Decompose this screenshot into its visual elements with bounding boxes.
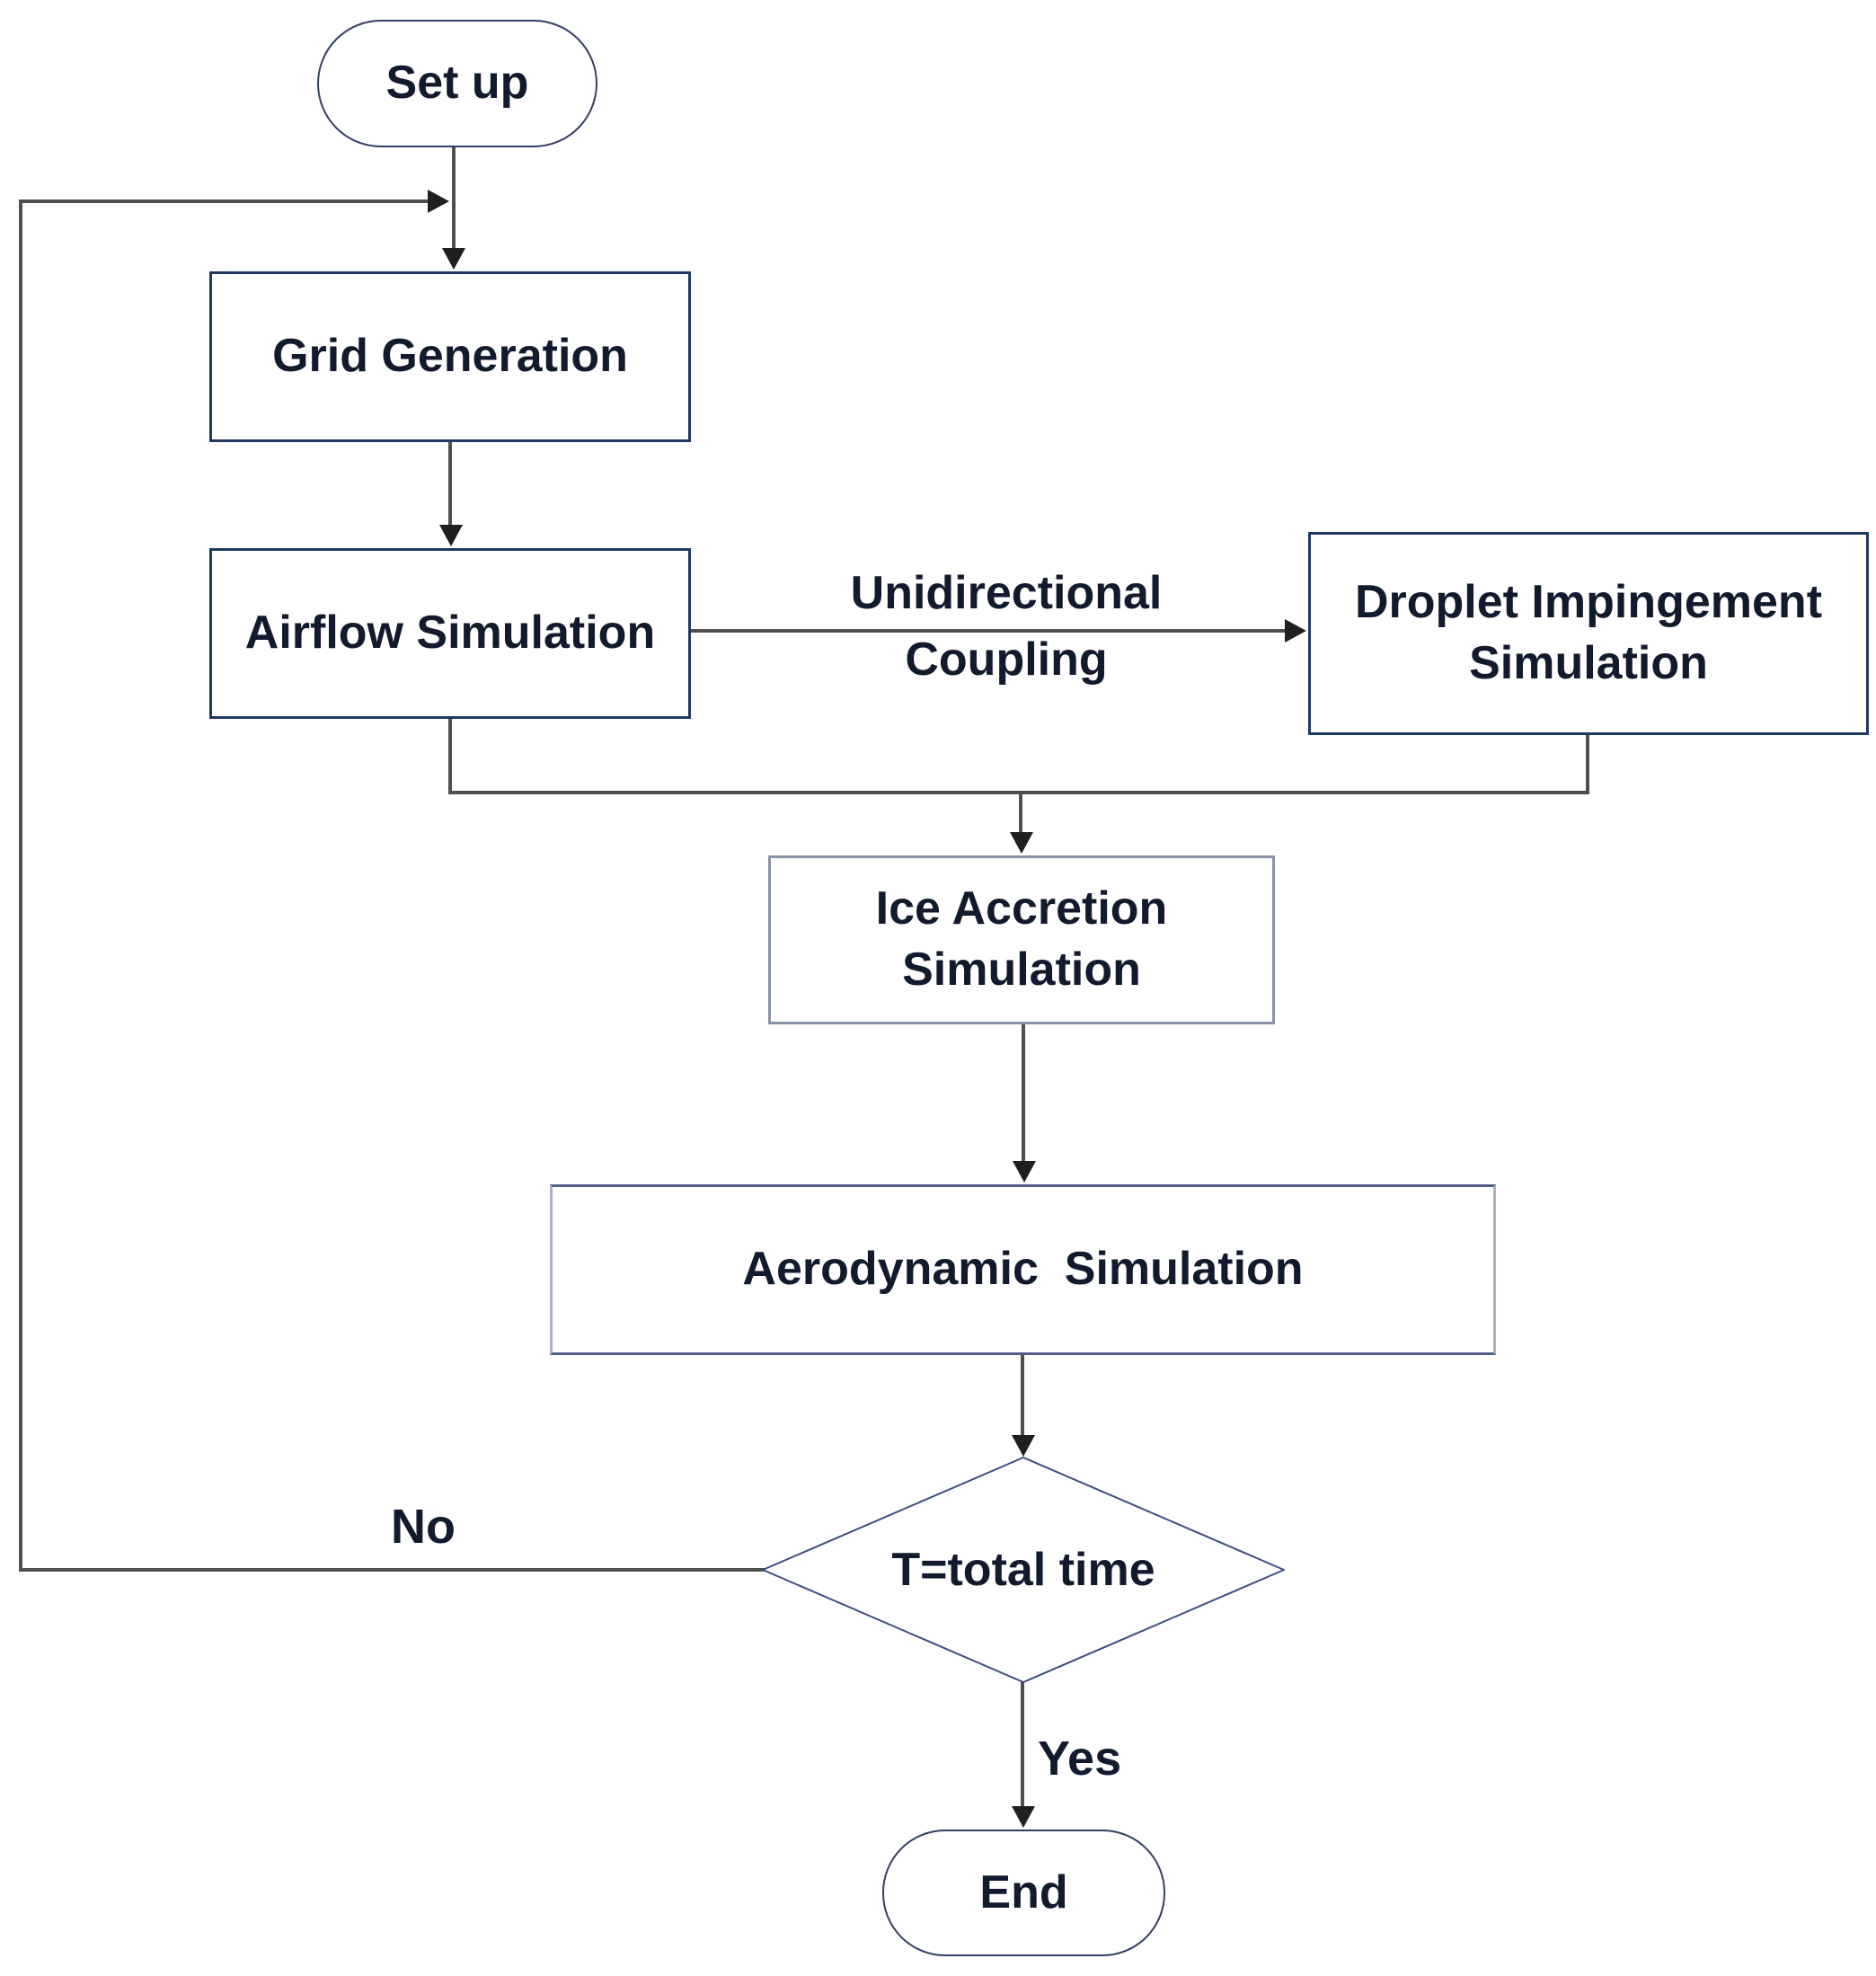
edge-grid-to-airflow — [448, 442, 452, 527]
start-node: Set up — [317, 20, 597, 147]
ice-accretion-label-line2: Simulation — [902, 944, 1141, 996]
edge-airflow-bottom — [448, 719, 452, 794]
droplet-impingement-node: Droplet Impingement Simulation — [1308, 532, 1869, 735]
ice-accretion-node: Ice Accretion Simulation — [768, 855, 1275, 1024]
edge-droplet-bottom — [1586, 735, 1589, 794]
droplet-impingement-label-line1: Droplet Impingement — [1354, 576, 1823, 629]
no-label: No — [391, 1500, 456, 1554]
aerodynamic-simulation-label: Aerodynamic Simulation — [742, 1243, 1304, 1296]
loop-top-horizontal — [19, 199, 428, 203]
ice-accretion-label-line1: Ice Accretion — [875, 882, 1168, 935]
decision-label: T=total time — [891, 1544, 1155, 1596]
arrowhead-into-grid — [442, 248, 465, 270]
decision-diamond: T=total time — [762, 1457, 1285, 1683]
edge-decision-to-end — [1021, 1681, 1024, 1808]
arrowhead-into-end — [1012, 1806, 1035, 1828]
arrowhead-into-droplet — [1285, 619, 1306, 642]
arrowhead-into-ice — [1010, 832, 1033, 854]
decision-diamond-shape — [762, 1457, 1285, 1683]
loop-left-vertical — [19, 199, 22, 1572]
droplet-impingement-label-line2: Simulation — [1469, 637, 1708, 689]
end-node: End — [882, 1830, 1165, 1956]
airflow-simulation-label: Airflow Simulation — [244, 607, 656, 660]
grid-generation-node: Grid Generation — [209, 271, 691, 442]
edge-airflow-to-droplet — [691, 629, 1285, 633]
edge-merge-to-ice — [1019, 793, 1022, 834]
yes-label: Yes — [1038, 1732, 1122, 1785]
coupling-label-line2: Coupling — [905, 634, 1108, 686]
grid-generation-label: Grid Generation — [272, 330, 628, 383]
start-node-label: Set up — [385, 57, 529, 110]
coupling-label-line1: Unidirectional — [850, 567, 1163, 619]
arrowhead-into-aero — [1013, 1161, 1036, 1183]
loop-bottom-horizontal — [19, 1568, 765, 1572]
arrowhead-into-decision — [1012, 1435, 1035, 1457]
aerodynamic-simulation-node: Aerodynamic Simulation — [550, 1184, 1496, 1355]
end-node-label: End — [979, 1865, 1068, 1918]
airflow-simulation-node: Airflow Simulation — [209, 548, 691, 719]
edge-setup-to-grid — [452, 147, 456, 252]
edge-merge-horizontal — [448, 791, 1589, 794]
arrowhead-loop-merge — [428, 190, 449, 213]
edge-aero-to-decision — [1021, 1355, 1024, 1437]
edge-ice-to-aero — [1022, 1024, 1025, 1163]
arrowhead-into-airflow — [439, 525, 463, 546]
